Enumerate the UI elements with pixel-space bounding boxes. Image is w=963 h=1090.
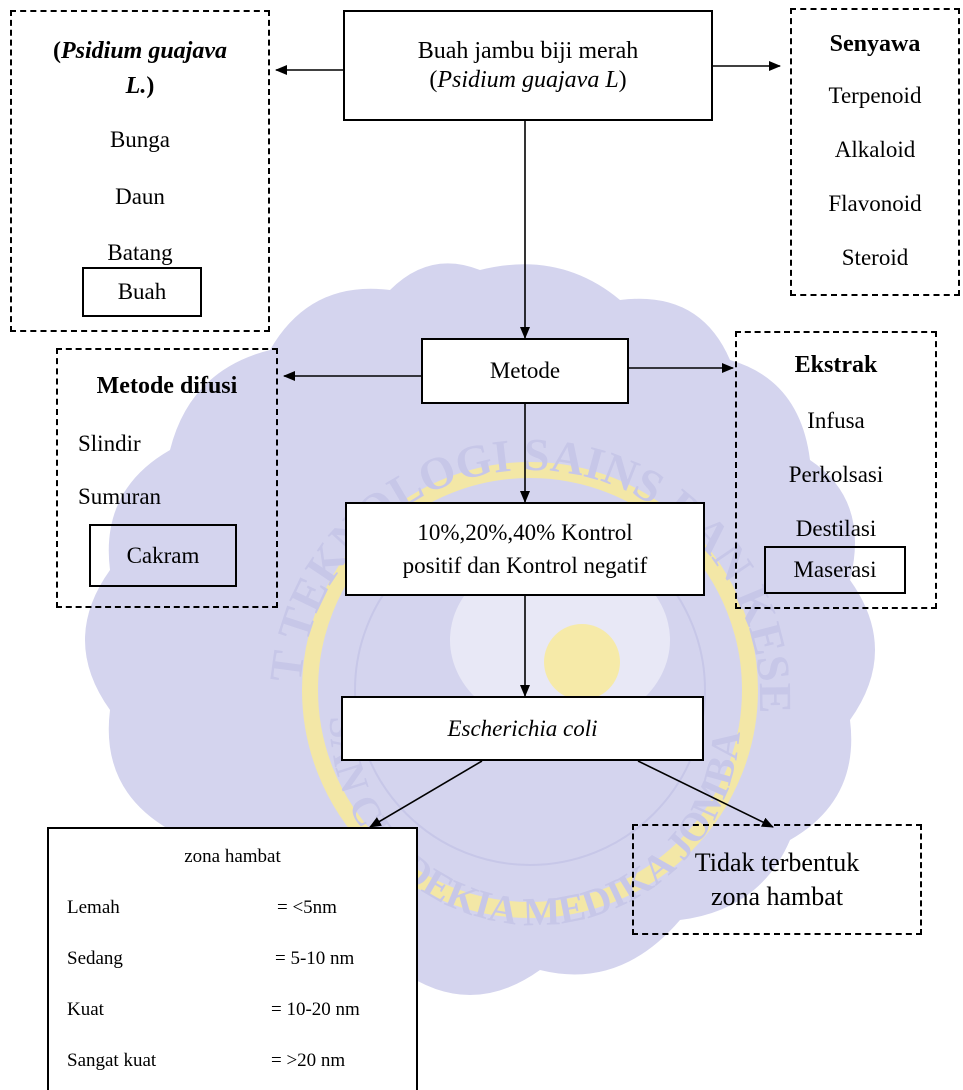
- plant-part-batang: Batang: [107, 240, 173, 265]
- compounds-box: Senyawa Terpenoid Alkaloid Flavonoid Ste…: [790, 8, 960, 296]
- diffusion-method-box: Metode difusi Slindir Sumuran Cakram: [56, 348, 278, 608]
- zone-row-value: = 10-20 nm: [271, 999, 360, 1020]
- zone-row-label: Kuat: [67, 999, 104, 1020]
- extract-title: Ekstrak: [794, 352, 878, 378]
- extract-destilasi: Destilasi: [795, 516, 877, 541]
- logo-gold-ring: [302, 462, 758, 918]
- plant-part-buah-selected: Buah: [82, 267, 202, 317]
- bacteria-box: Escherichia coli: [341, 696, 704, 761]
- no-inhibition-line-2: zona hambat: [710, 881, 844, 911]
- fruit-latin-line: (Psidium guajava L): [429, 66, 627, 93]
- method-label: Metode: [489, 358, 561, 384]
- extract-box: Ekstrak Infusa Perkolsasi Destilasi Mase…: [735, 331, 937, 609]
- no-inhibition-box: Tidak terbentuk zona hambat: [632, 824, 922, 935]
- zone-row-value: = <5nm: [277, 897, 337, 918]
- concentration-box: 10%,20%,40% Kontrol positif dan Kontrol …: [345, 502, 705, 596]
- concentration-line-1: 10%,20%,40% Kontrol: [417, 519, 633, 545]
- inhibition-zone-title: zona hambat: [184, 846, 281, 867]
- zone-row-label: Sangat kuat: [67, 1050, 157, 1071]
- compound-terpenoid: Terpenoid: [828, 83, 922, 108]
- bacteria-label: Escherichia coli: [447, 715, 598, 741]
- zone-row-value: = >20 nm: [271, 1050, 346, 1071]
- zone-row-value: = 5-10 nm: [275, 948, 355, 969]
- zone-row-label: Lemah: [67, 897, 120, 918]
- plant-part-daun: Daun: [115, 184, 165, 209]
- plant-part-bunga: Bunga: [109, 127, 171, 152]
- zone-row-label: Sedang: [67, 948, 123, 969]
- no-inhibition-line-1: Tidak terbentuk: [694, 847, 860, 877]
- extract-infusa: Infusa: [807, 408, 865, 433]
- extract-perkolsasi: Perkolsasi: [788, 462, 884, 487]
- plant-parts-box: (Psidium guajava L.) Bunga Daun Batang B…: [10, 10, 270, 332]
- fruit-box: Buah jambu biji merah (Psidium guajava L…: [343, 10, 713, 121]
- diffusion-method-cakram-selected: Cakram: [89, 524, 237, 587]
- concentration-line-2: positif dan Kontrol negatif: [402, 553, 648, 578]
- fruit-name: Buah jambu biji merah: [417, 37, 639, 64]
- plant-parts-title: (Psidium guajava L.): [52, 38, 228, 99]
- compounds-title: Senyawa: [829, 31, 921, 57]
- method-box: Metode: [421, 338, 629, 404]
- compound-flavonoid: Flavonoid: [828, 191, 922, 216]
- compound-steroid: Steroid: [841, 245, 909, 270]
- diffusion-method-sumuran: Sumuran: [78, 484, 162, 509]
- diffusion-method-title: Metode difusi: [96, 373, 238, 399]
- fruit-latin: Psidium guajava L: [437, 66, 619, 93]
- logo-center-gold: [544, 624, 620, 700]
- diffusion-method-slindir: Slindir: [78, 431, 141, 456]
- extract-maserasi-selected: Maserasi: [764, 546, 906, 594]
- compound-alkaloid: Alkaloid: [834, 137, 916, 162]
- inhibition-zone-box: zona hambat Lemah = <5nm Sedang = 5-10 n…: [47, 827, 418, 1090]
